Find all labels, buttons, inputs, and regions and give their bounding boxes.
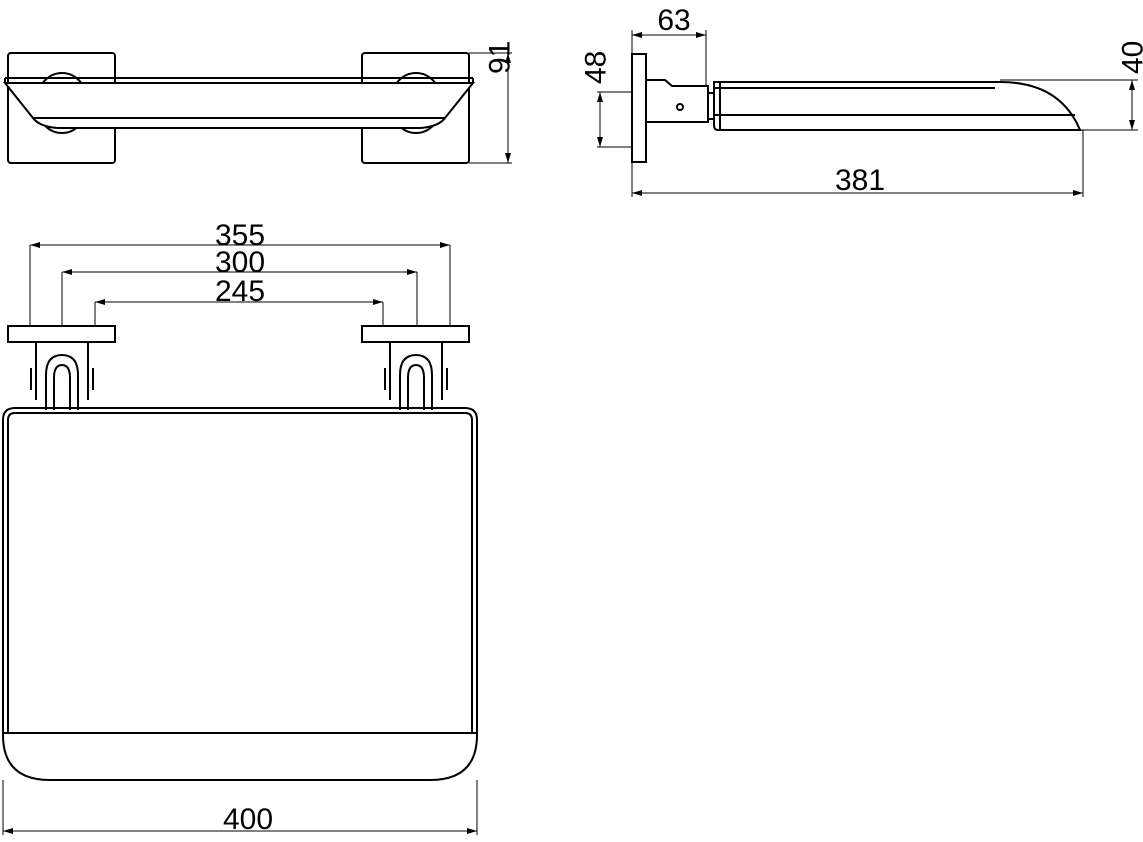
dim-91: 91 <box>483 41 516 74</box>
seat-top-outline <box>2 82 476 129</box>
wall-flange <box>631 53 647 163</box>
dim-381: 381 <box>835 164 885 197</box>
right-mount-plate <box>361 325 470 343</box>
top-view: 91 <box>2 41 516 164</box>
dim-63: 63 <box>657 4 690 37</box>
dim-355: 355 <box>215 219 265 252</box>
dim-48: 48 <box>579 51 612 84</box>
seat-side-outline <box>713 81 1082 131</box>
dim-400: 400 <box>223 803 273 836</box>
front-view: 355 300 245 400 <box>2 219 478 836</box>
seat-front-outline <box>2 407 478 781</box>
dim-245: 245 <box>215 275 265 308</box>
dim-40: 40 <box>1116 41 1143 74</box>
dim-300: 300 <box>215 246 265 279</box>
side-view: 63 48 40 381 <box>579 4 1143 197</box>
left-mount-plate <box>7 325 116 343</box>
